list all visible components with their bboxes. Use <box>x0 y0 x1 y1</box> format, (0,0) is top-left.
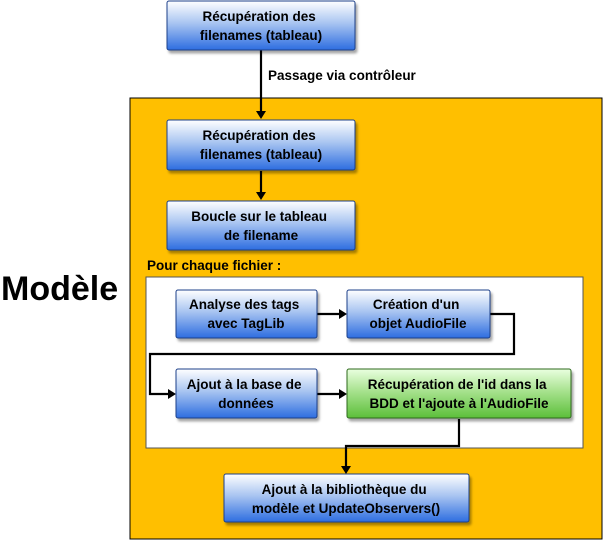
arrowheads <box>168 111 351 474</box>
connectors <box>148 50 516 467</box>
connector-create-to-add-db <box>148 312 516 396</box>
connector-retrieve-id-to-library <box>344 419 461 467</box>
arrowhead-loop <box>256 192 266 200</box>
arrowhead-create <box>339 309 347 319</box>
node-analyse-tags: Analyse des tags avec TagLib <box>175 289 318 339</box>
svg-text:Ajout à la bibliothèque du: Ajout à la bibliothèque du modèle et Upd… <box>252 482 440 516</box>
arrowhead-add-db <box>168 389 176 399</box>
model-title: Modèle <box>1 270 118 308</box>
node-retrieve-model: Récupération des filenames (tableau) <box>166 119 356 171</box>
svg-text:Ajout à la base de donné: Ajout à la base de données <box>187 377 306 411</box>
arrowhead-library <box>341 466 351 474</box>
svg-text:Récupération des filenam: Récupération des filenames (tableau) <box>200 128 322 162</box>
arrowhead-retrieve-id <box>339 389 347 399</box>
loop-label: Pour chaque fichier : <box>147 258 281 273</box>
svg-text:Analyse des tags avec Ta: Analyse des tags avec TagLib <box>189 297 303 331</box>
arrowhead-model-retrieve <box>256 111 266 119</box>
svg-text:Boucle sur le tableau de: Boucle sur le tableau de filename <box>191 209 331 243</box>
node-add-db: Ajout à la base de données <box>175 368 318 419</box>
edge-label: Passage via contrôleur <box>268 68 417 83</box>
node-loop: Boucle sur le tableau de filename <box>166 200 356 251</box>
node-retrieve-id: Récupération de l'id dans la BDD et l'aj… <box>346 368 572 419</box>
svg-text:Création d'un objet Audi: Création d'un objet AudioFile <box>370 297 467 331</box>
svg-text:Récupération des filenam: Récupération des filenames (tableau) <box>200 9 322 43</box>
node-retrieve-top: Récupération des filenames (tableau) <box>166 0 356 51</box>
node-create-audiofile: Création d'un objet AudioFile <box>346 289 491 339</box>
node-add-library: Ajout à la bibliothèque du modèle et Upd… <box>223 473 470 523</box>
svg-text:Récupération de l'id dans la: Récupération de l'id dans la BDD et l'aj… <box>368 377 551 411</box>
